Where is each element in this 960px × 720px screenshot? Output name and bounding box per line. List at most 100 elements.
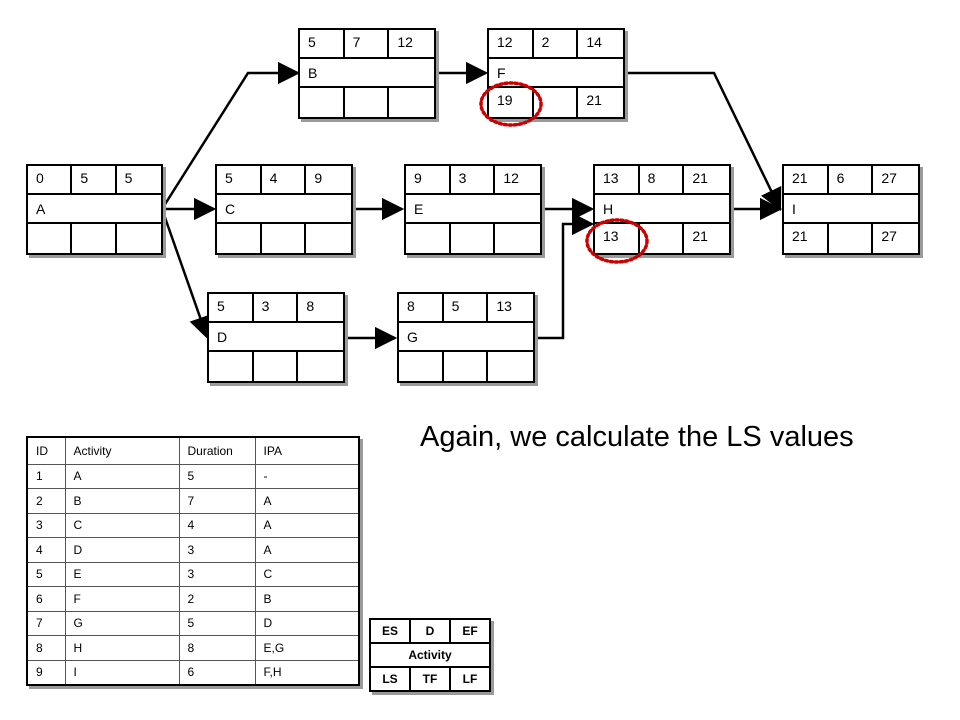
es-value: 12: [489, 30, 534, 59]
duration-value: 7: [344, 30, 390, 59]
cell-duration: 5: [178, 463, 256, 489]
duration-value: 5: [443, 294, 489, 323]
cell-activity: I: [64, 659, 180, 685]
legend-activity: Activity: [369, 642, 491, 668]
es-value: 13: [595, 166, 640, 195]
cell-activity: E: [64, 561, 180, 587]
ls-value: [300, 88, 345, 117]
lf-value: 27: [881, 228, 897, 244]
table-row: 5 E 3 C: [26, 561, 360, 587]
activity-name: H: [595, 195, 729, 224]
node-c: 5 4 9 C: [215, 164, 353, 255]
legend-es: ES: [369, 618, 411, 644]
tf-value: [534, 88, 579, 117]
cell-ipa: C: [254, 561, 360, 587]
table-row: 8 H 8 E,G: [26, 635, 360, 661]
cell-duration: 5: [178, 610, 256, 636]
activity-name: C: [217, 195, 351, 224]
duration-value: 5: [72, 166, 117, 195]
tf-value: [262, 224, 307, 253]
cell-ipa: D: [254, 610, 360, 636]
table-row: 3 C 4 A: [26, 512, 360, 538]
cell-id: 4: [26, 537, 66, 563]
node-d: 5 3 8 D: [207, 292, 345, 383]
ef-value: 13: [488, 294, 533, 323]
cell-ipa: A: [254, 512, 360, 538]
cell-id: 9: [26, 659, 66, 685]
cell-activity: F: [64, 586, 180, 612]
ls-value: [399, 352, 444, 381]
cell-activity: G: [64, 610, 180, 636]
activity-name: G: [399, 323, 533, 352]
slide-title: Again, we calculate the LS values: [420, 421, 854, 453]
table-row: 9 I 6 F,H: [26, 659, 360, 685]
tf-value: [451, 224, 496, 253]
column-header-duration: Duration: [178, 436, 256, 465]
es-value: 5: [217, 166, 262, 195]
cell-duration: 6: [178, 659, 256, 685]
ef-value: 5: [116, 166, 161, 195]
column-header-id: ID: [26, 436, 66, 465]
lf-value: [117, 224, 161, 253]
tf-value: [640, 224, 685, 253]
cell-id: 3: [26, 512, 66, 538]
column-header-ipa: IPA: [254, 436, 360, 465]
tf-value: [829, 224, 874, 253]
cell-id: 7: [26, 610, 66, 636]
node-legend: ES D EF Activity LS TF LF: [369, 618, 491, 692]
ef-value: 14: [578, 30, 623, 59]
es-value: 5: [300, 30, 345, 59]
table-header-row: ID Activity Duration IPA: [26, 436, 360, 465]
ls-value: 13: [595, 224, 640, 253]
table-row: 6 F 2 B: [26, 586, 360, 612]
ls-value: 19: [489, 88, 534, 117]
ef-value: 8: [298, 294, 343, 323]
node-h: 13 8 21 H 13 21: [593, 164, 731, 255]
tf-value: [254, 352, 299, 381]
es-value: 9: [406, 166, 451, 195]
activity-name: F: [489, 59, 623, 88]
node-g: 8 5 13 G: [397, 292, 535, 383]
es-value: 0: [28, 166, 73, 195]
duration-value: 4: [261, 166, 307, 195]
lf-value: [495, 224, 540, 253]
legend-ls: LS: [369, 666, 411, 692]
lf-value: 21: [692, 228, 708, 244]
cell-ipa: A: [254, 537, 360, 563]
table-row: 4 D 3 A: [26, 537, 360, 563]
es-value: 8: [399, 294, 444, 323]
ef-value: 12: [389, 30, 434, 59]
lf-value: 21: [586, 92, 602, 108]
column-header-activity: Activity: [64, 436, 180, 465]
es-value: 5: [209, 294, 254, 323]
activity-name: I: [784, 195, 918, 224]
duration-value: 6: [828, 166, 874, 195]
ls-value: [406, 224, 451, 253]
cell-duration: 3: [178, 537, 256, 563]
cell-activity: A: [64, 463, 180, 489]
ls-value: [28, 224, 73, 253]
cell-activity: B: [64, 488, 180, 514]
ls-value: 21: [784, 224, 829, 253]
node-a: 0 5 5 A: [26, 164, 163, 255]
cell-duration: 3: [178, 561, 256, 587]
cell-ipa: B: [254, 586, 360, 612]
arrow-a-d: [160, 208, 211, 340]
tf-value: [72, 224, 117, 253]
cell-id: 8: [26, 635, 66, 661]
cell-ipa: -: [254, 463, 360, 489]
cell-id: 2: [26, 488, 66, 514]
cell-activity: C: [64, 512, 180, 538]
duration-value: 3: [450, 166, 496, 195]
arrow-a-b: [160, 61, 301, 210]
ef-value: 27: [873, 166, 918, 195]
cell-duration: 7: [178, 488, 256, 514]
table-row: 1 A 5 -: [26, 463, 360, 489]
ef-value: 12: [495, 166, 540, 195]
duration-value: 3: [253, 294, 299, 323]
ef-value: 21: [684, 166, 729, 195]
cell-ipa: F,H: [254, 659, 360, 685]
cell-id: 1: [26, 463, 66, 489]
